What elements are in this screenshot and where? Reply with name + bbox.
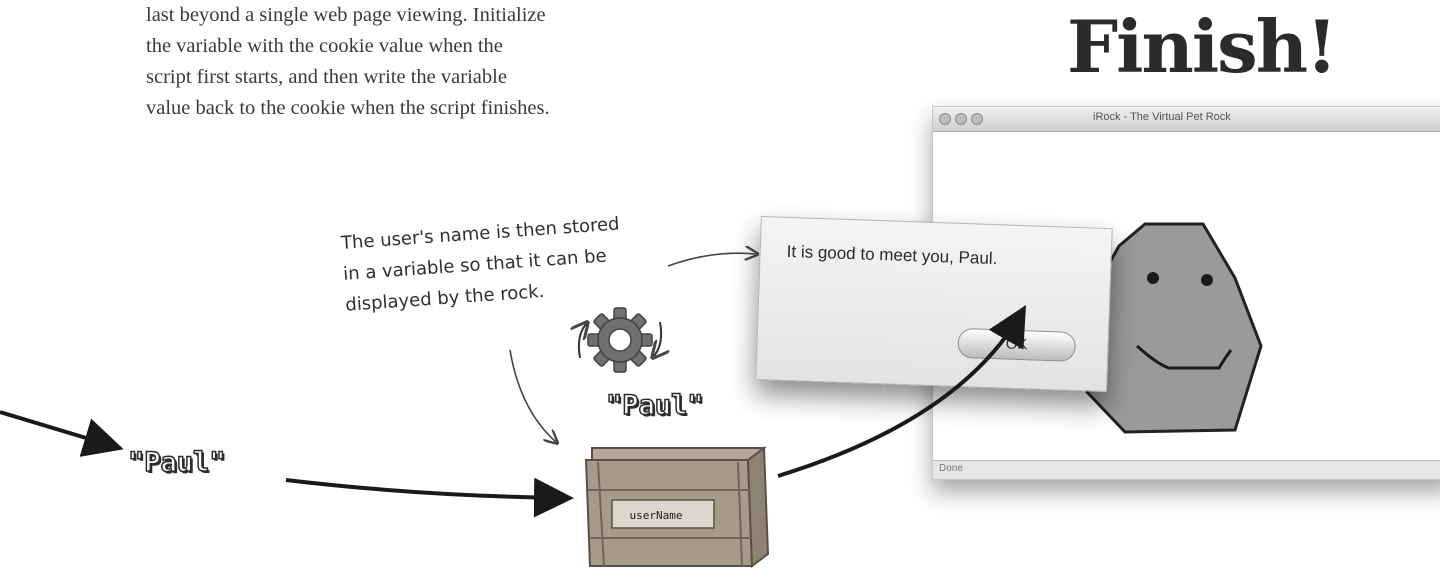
arrow-icon <box>286 480 566 498</box>
stored-value-label: "Paul" <box>606 390 704 421</box>
variable-name-label: userName <box>600 509 712 522</box>
crate-icon <box>586 448 768 566</box>
arrow-icon <box>668 253 756 266</box>
incoming-value-label: "Paul" <box>128 447 226 478</box>
gear-icon <box>579 308 661 372</box>
arrow-icon <box>510 350 556 442</box>
arrow-icon <box>778 312 1022 476</box>
arrow-icon <box>0 412 116 447</box>
